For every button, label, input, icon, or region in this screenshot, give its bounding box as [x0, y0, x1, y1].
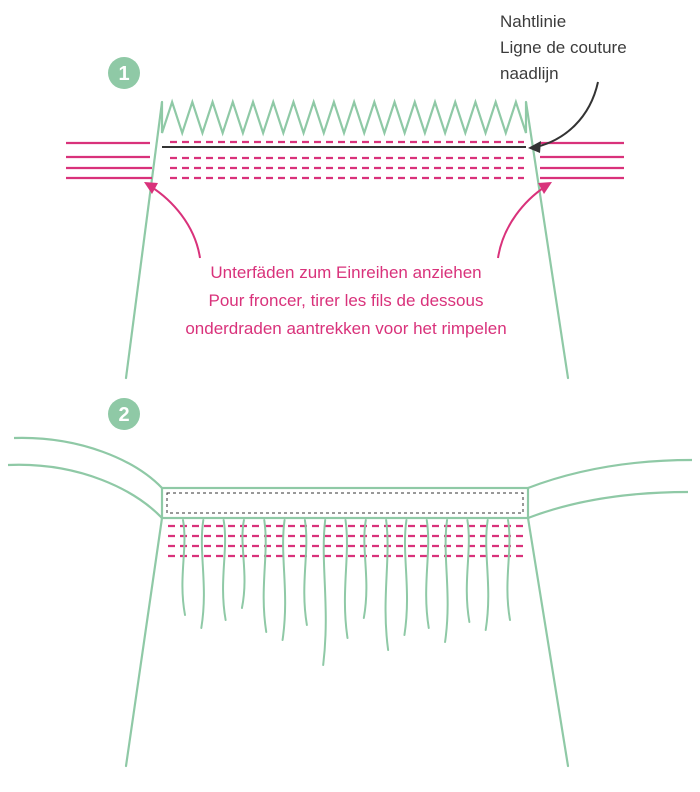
- waistband-stitching: [166, 492, 524, 514]
- step-2: 2: [7, 398, 693, 768]
- gather-arrow-left-head: [144, 182, 158, 194]
- gather-fold: [322, 519, 327, 666]
- gather-fold: [506, 519, 511, 621]
- gather-label-de: Unterfäden zum Einreihen anziehen: [210, 263, 481, 282]
- gather-fold: [262, 519, 268, 633]
- gather-fold: [484, 519, 490, 631]
- seam-arrow: [535, 81, 599, 148]
- gather-fold: [181, 519, 186, 616]
- skirt-left-edge: [124, 516, 164, 768]
- bodice-right-upper-line: [527, 458, 693, 490]
- gather-fold: [303, 519, 308, 626]
- step-1-badge: [108, 57, 140, 89]
- step-2-badge: [108, 398, 140, 430]
- gather-fold: [281, 519, 287, 641]
- gather-fold: [425, 519, 430, 629]
- gathered-folds: [181, 519, 511, 666]
- step-1: 1 Nahtlinie Ligne d: [66, 12, 627, 380]
- seam-label-fr: Ligne de couture: [500, 38, 627, 57]
- gather-label-fr: Pour froncer, tirer les fils de dessous: [209, 291, 484, 310]
- gather-threads-label: Unterfäden zum Einreihen anziehen Pour f…: [185, 263, 506, 338]
- gather-fold: [200, 519, 205, 629]
- gather-fold: [222, 519, 227, 621]
- gather-arrow-right: [497, 185, 547, 259]
- seam-label-nl: naadlijn: [500, 64, 559, 83]
- gather-label-nl: onderdraden aantrekken voor het rimpelen: [185, 319, 506, 338]
- gather-fold: [444, 519, 449, 643]
- gather-fold: [362, 519, 368, 619]
- seam-line-label: Nahtlinie Ligne de couture naadlijn: [500, 12, 627, 83]
- threads-left: [66, 141, 152, 180]
- step-2-number: 2: [118, 404, 129, 426]
- gather-fold: [343, 519, 349, 639]
- step-1-number: 1: [118, 63, 129, 85]
- gather-fold: [465, 519, 471, 623]
- gather-arrow-right-head: [538, 182, 552, 194]
- gather-fold: [240, 519, 246, 609]
- pinked-zigzag-edge: [160, 98, 528, 137]
- gather-arrow-left: [149, 185, 201, 259]
- threads-right: [540, 141, 624, 180]
- seam-arrow-head: [528, 141, 541, 153]
- gather-fold: [384, 519, 390, 651]
- skirt-right-edge: [526, 516, 570, 768]
- basting-stitches: [170, 140, 524, 180]
- bodice-right-lower-line: [527, 490, 689, 520]
- bodice-left-upper-line: [13, 436, 163, 489]
- gather-fold: [403, 519, 409, 636]
- bodice-left-lower-line: [7, 463, 163, 519]
- seam-label-de: Nahtlinie: [500, 12, 566, 31]
- fabric-left-edge: [124, 100, 164, 380]
